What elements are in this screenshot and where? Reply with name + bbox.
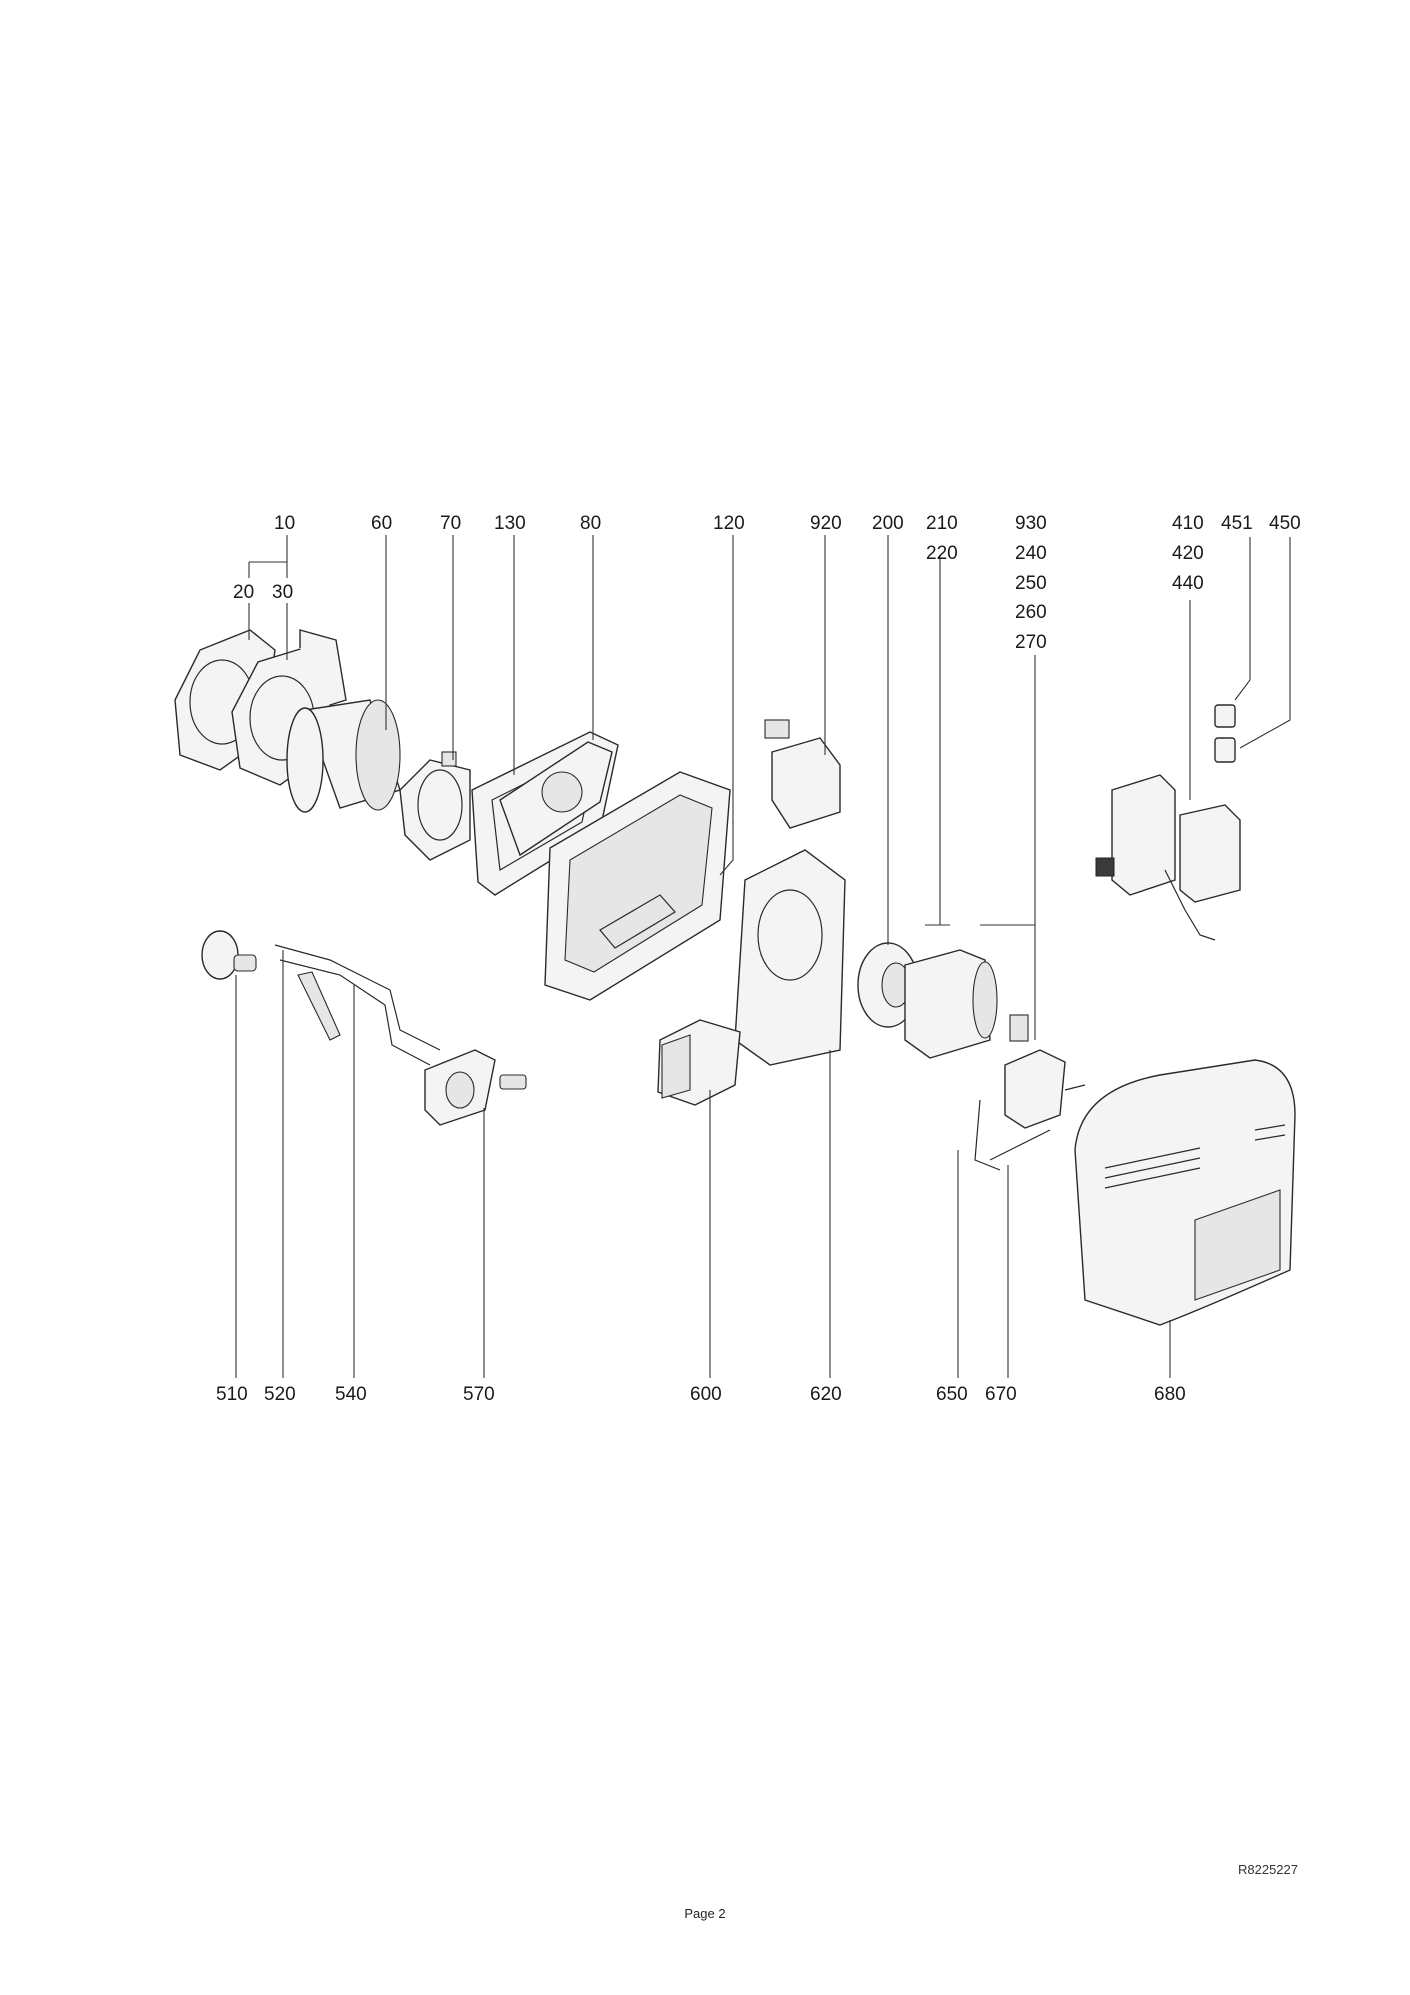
callout-120: 120: [713, 513, 745, 534]
callout-920: 920: [810, 513, 842, 534]
callout-451: 451: [1221, 513, 1253, 534]
callout-420: 420: [1172, 543, 1204, 564]
callouts-bottom: 510 520 540 570 600 620 650 670 680: [216, 1384, 1186, 1405]
part-control-bracket: [1095, 774, 1241, 941]
callouts-top: 10 20 30 60 70 130 80 120 920 200 210 22…: [233, 513, 1301, 653]
part-burner-relay: [657, 1019, 741, 1106]
part-housing-cover: [499, 741, 613, 857]
part-fuel-pump: [974, 1014, 1086, 1171]
callout-270: 270: [1015, 632, 1047, 653]
part-housing-body: [544, 771, 731, 1001]
callout-570: 570: [463, 1384, 495, 1405]
part-blast-tube: [286, 699, 401, 813]
callout-410: 410: [1172, 513, 1204, 534]
callout-30: 30: [272, 582, 293, 603]
callout-130: 130: [494, 513, 526, 534]
callout-450: 450: [1269, 513, 1301, 534]
callout-220: 220: [926, 543, 958, 564]
callout-250: 250: [1015, 573, 1047, 594]
callout-70: 70: [440, 513, 461, 534]
callout-620: 620: [810, 1384, 842, 1405]
callout-540: 540: [335, 1384, 367, 1405]
callout-80: 80: [580, 513, 601, 534]
callout-930: 930: [1015, 513, 1047, 534]
callout-200: 200: [872, 513, 904, 534]
callout-240: 240: [1015, 543, 1047, 564]
part-cap-450: [1214, 737, 1236, 763]
callout-20: 20: [233, 582, 254, 603]
document-code: R8225227: [1238, 1862, 1298, 1877]
part-air-cone: [399, 751, 471, 861]
part-nozzle-line: [274, 944, 441, 1066]
callout-260: 260: [1015, 602, 1047, 623]
callout-10: 10: [274, 513, 295, 534]
callout-510: 510: [216, 1384, 248, 1405]
part-ignition-transformer: [764, 719, 841, 829]
callout-680: 680: [1154, 1384, 1186, 1405]
leader-lines: [235, 535, 1291, 1378]
part-mounting-plate: [734, 849, 846, 1066]
callout-600: 600: [690, 1384, 722, 1405]
callout-60: 60: [371, 513, 392, 534]
callout-650: 650: [936, 1384, 968, 1405]
callout-440: 440: [1172, 573, 1204, 594]
part-burner-hood: [1074, 1059, 1296, 1326]
part-motor: [904, 949, 998, 1059]
page-number: Page 2: [684, 1906, 726, 1921]
callout-210: 210: [926, 513, 958, 534]
part-nozzle-cap: [201, 930, 257, 980]
part-cap-451: [1214, 704, 1236, 728]
callout-670: 670: [985, 1384, 1017, 1405]
callout-520: 520: [264, 1384, 296, 1405]
part-nozzle-head: [424, 1049, 527, 1126]
